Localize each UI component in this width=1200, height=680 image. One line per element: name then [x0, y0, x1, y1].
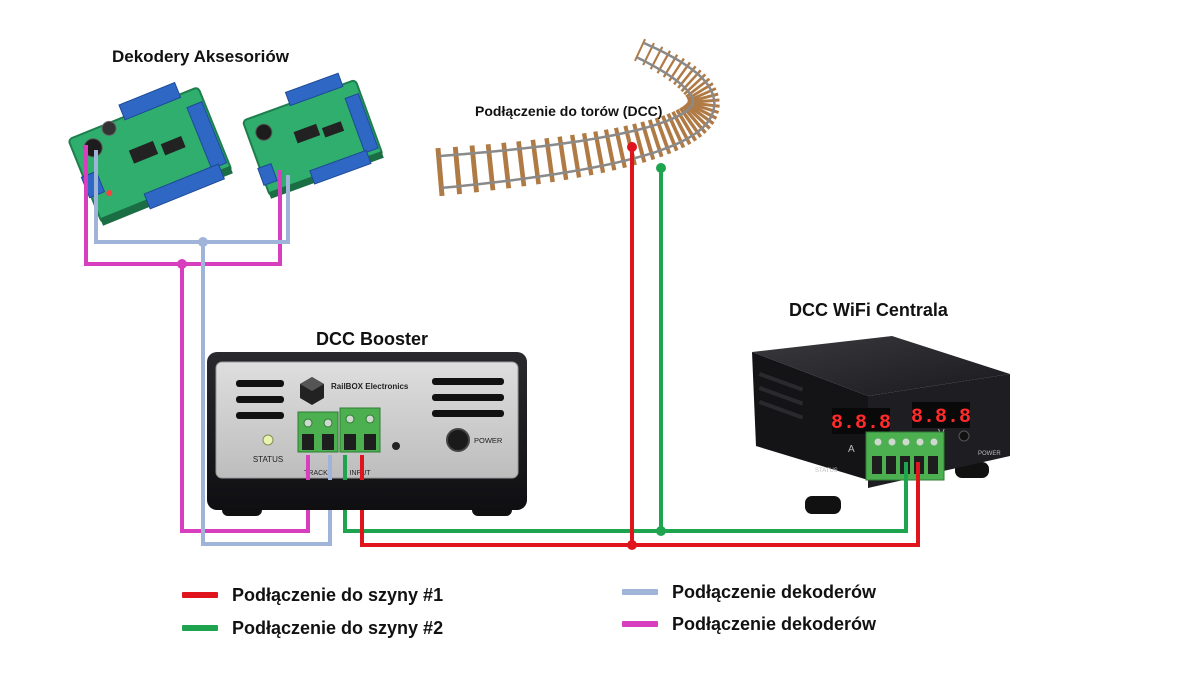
legend-item-decoder-magenta: Podłączenie dekoderów — [622, 609, 876, 639]
legend-label: Podłączenie do szyny #2 — [232, 617, 444, 638]
booster-status-label: STATUS — [253, 455, 283, 464]
legend-swatch — [182, 625, 218, 631]
legend-item-rail-2: Podłączenie do szyny #2 — [182, 613, 443, 643]
legend-item-rail-1: Podłączenie do szyny #1 — [182, 580, 443, 610]
central-title: DCC WiFi Centrala — [789, 300, 948, 320]
junction-dot — [656, 163, 666, 173]
dcc-wifi-central-device: 8.8.8 8.8.8 A V STATUS POWER — [752, 336, 1010, 514]
central-status-label: STATUS — [815, 468, 838, 474]
small-hole — [392, 442, 400, 450]
track-rail — [438, 56, 695, 158]
capacitor — [255, 123, 273, 141]
railbox-logo — [300, 377, 324, 405]
booster-title: DCC Booster — [316, 329, 429, 349]
booster-brand: RailBOX Electronics — [331, 382, 409, 391]
terminal-block — [309, 149, 372, 185]
decoder-wire-blue — [94, 150, 290, 244]
chip — [321, 121, 345, 138]
legend-label: Podłączenie dekoderów — [672, 581, 877, 602]
display-left-frame — [832, 408, 890, 434]
junction-dot — [656, 526, 666, 536]
legend-swatch — [182, 592, 218, 598]
booster-track-label: TRACK — [304, 470, 328, 477]
terminal-block — [143, 163, 226, 210]
dcc-booster-device: RailBOX Electronics STATUS TRACK INPUT P… — [207, 352, 527, 516]
status-led — [262, 434, 274, 446]
junction-dot — [627, 540, 637, 550]
legend-item-decoder-blue: Podłączenie dekoderów — [622, 577, 876, 607]
terminal-block — [344, 92, 379, 154]
central-power-label: POWER — [978, 451, 1001, 457]
legend-swatch — [622, 589, 658, 595]
track-rail — [441, 41, 716, 190]
central-power-button — [958, 430, 970, 442]
railway-track-illustration — [435, 38, 720, 197]
display-right: 8.8.8 — [911, 406, 971, 429]
unit-left: A — [848, 444, 855, 455]
terminal-block — [257, 163, 278, 187]
chip — [128, 140, 159, 164]
terminal-block — [118, 81, 182, 121]
booster-power-label: POWER — [474, 436, 503, 445]
chip — [160, 135, 186, 156]
display-right-frame — [912, 402, 970, 428]
legend-swatch — [622, 621, 658, 627]
capacitor — [101, 120, 117, 136]
decoders-title: Dekodery Aksesoriów — [112, 47, 289, 66]
terminal-block — [284, 72, 344, 107]
track-connection-title: Podłączenie do torów (DCC) — [475, 103, 663, 119]
display-left: 8.8.8 — [831, 412, 891, 435]
junction-dot — [177, 259, 187, 269]
legend-label: Podłączenie dekoderów — [672, 613, 877, 634]
accessory-decoder-board-2 — [242, 72, 384, 199]
chip — [293, 123, 321, 144]
junction-dot — [627, 142, 637, 152]
led — [106, 190, 113, 197]
central-wire-ends — [306, 455, 920, 490]
side-vents — [758, 372, 804, 420]
junction-dot — [198, 237, 208, 247]
power-button — [446, 428, 470, 452]
legend-label: Podłączenie do szyny #1 — [232, 584, 444, 605]
